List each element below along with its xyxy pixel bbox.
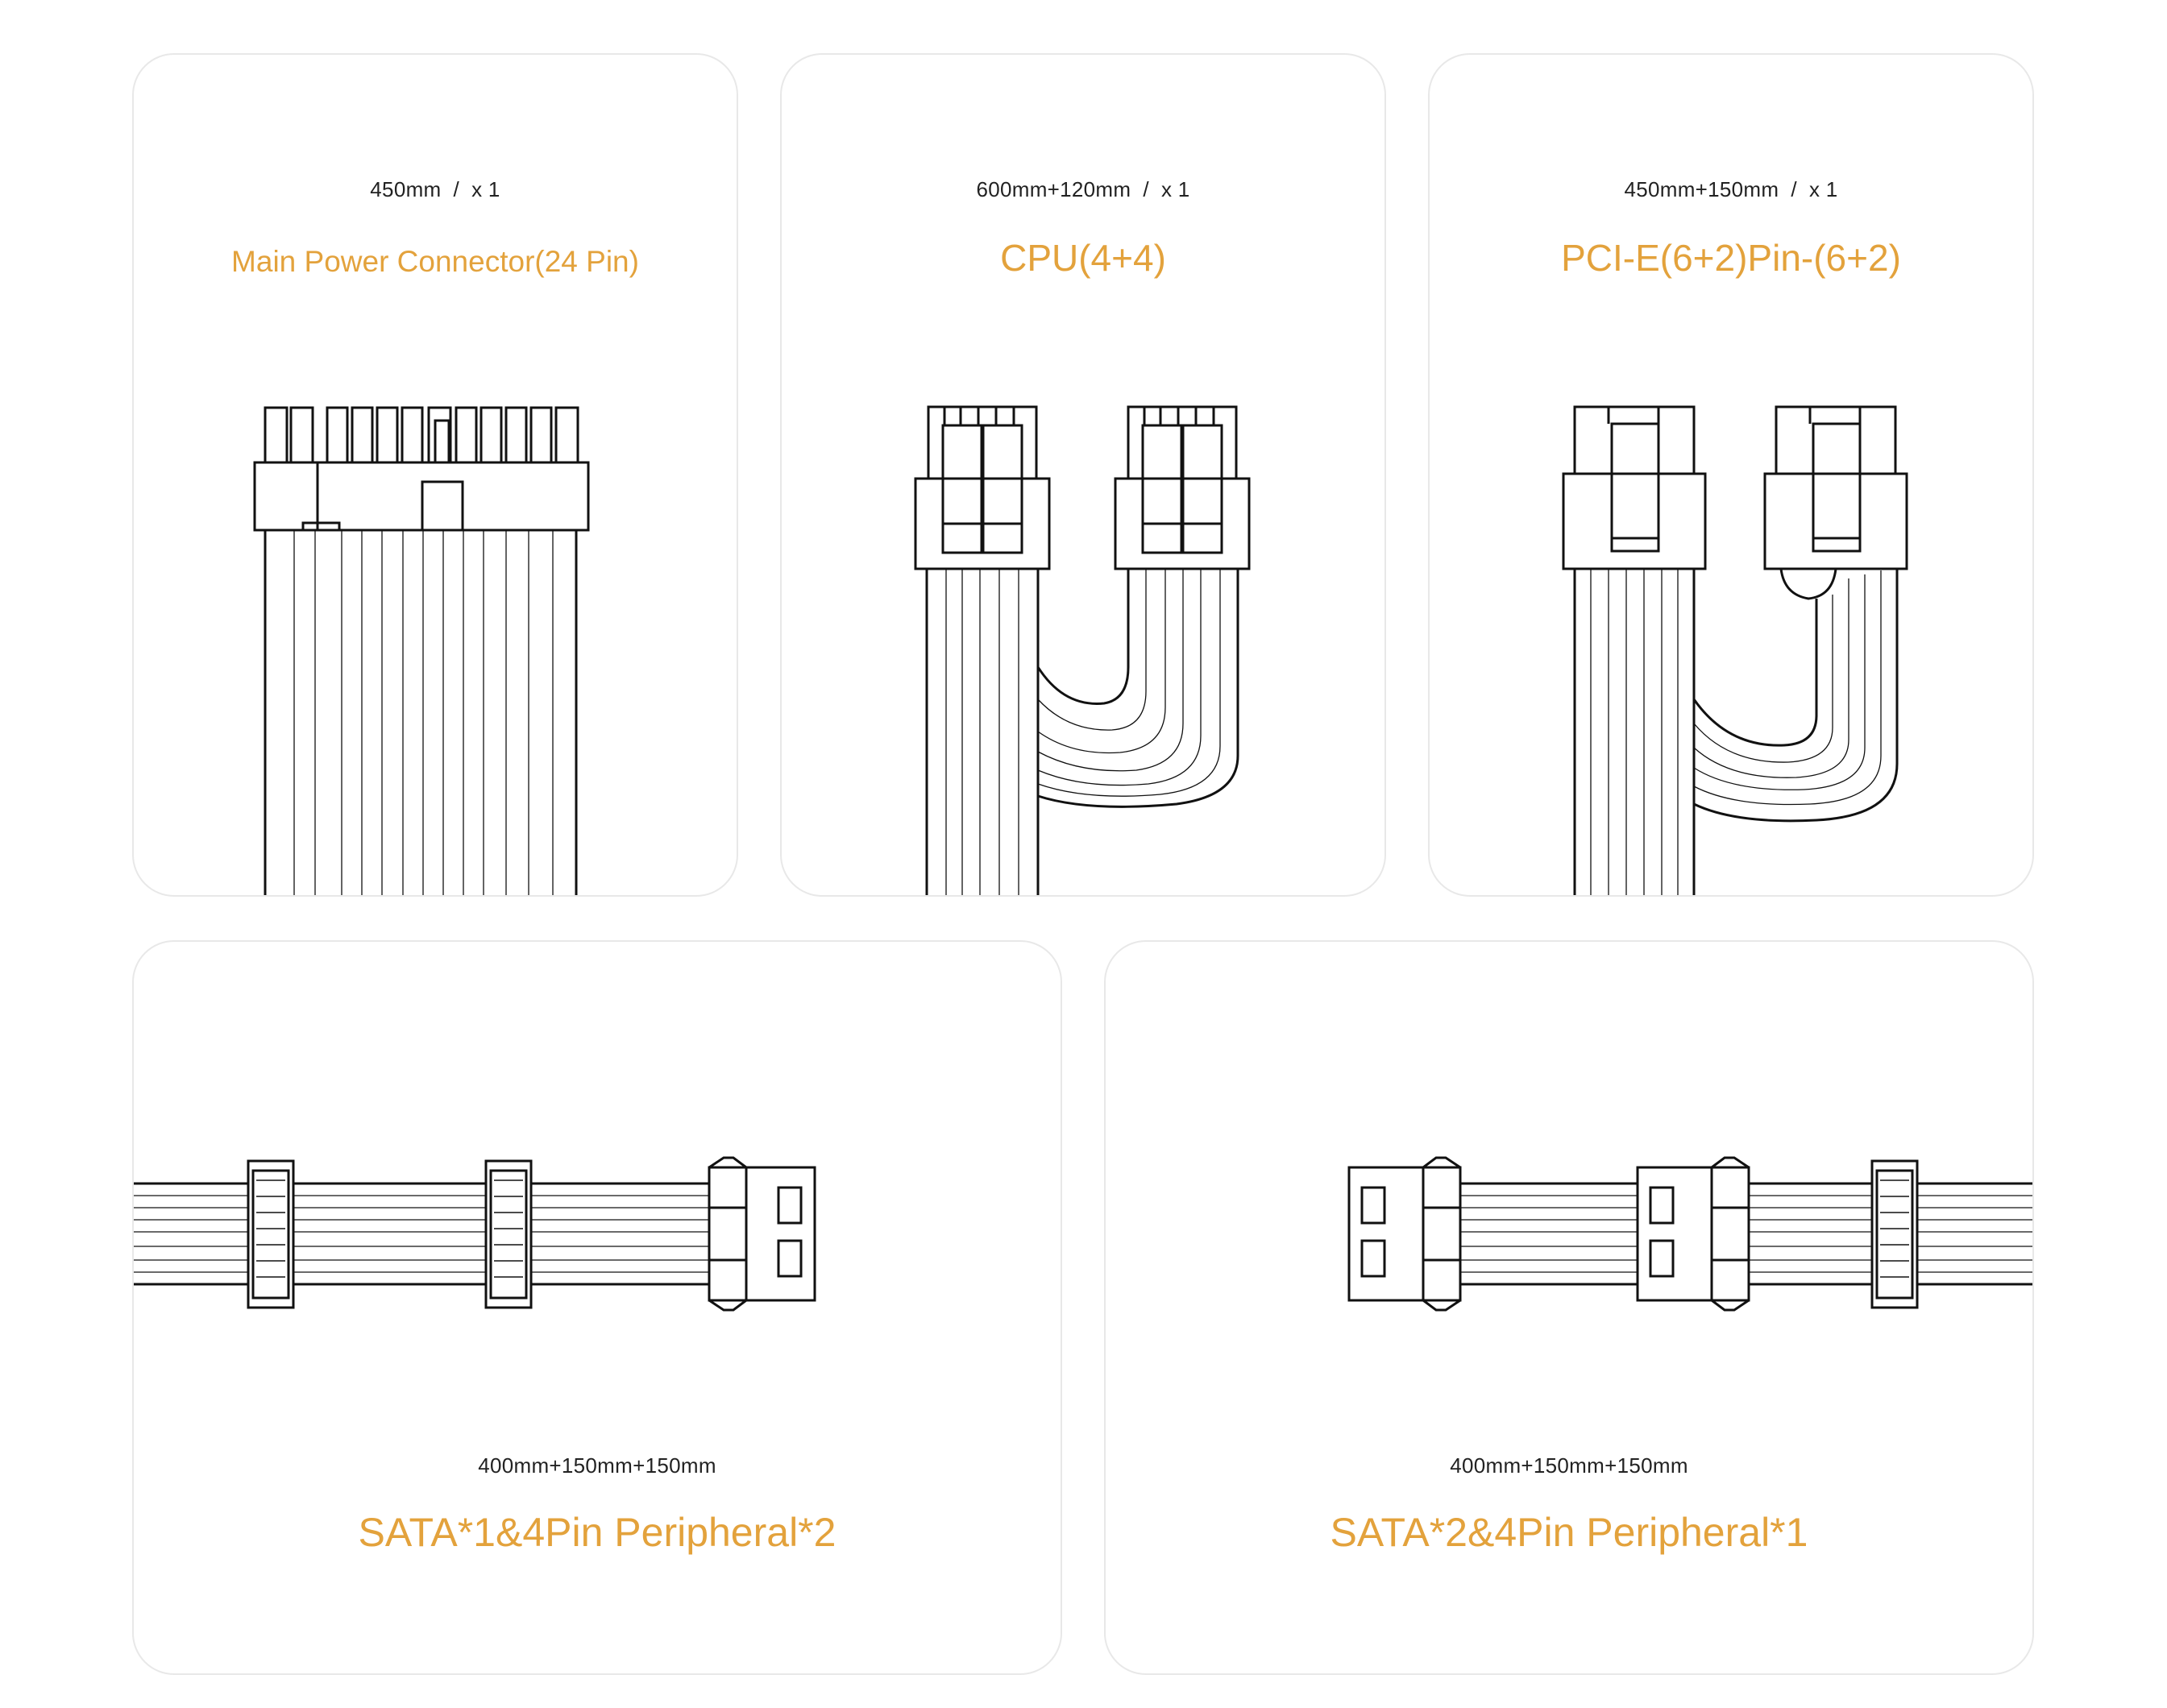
- cable-length: 400mm+150mm+150mm: [1450, 1453, 1688, 1478]
- connector-title: CPU(4+4): [1000, 237, 1166, 279]
- cable-length: 450mm / x 1: [370, 177, 500, 201]
- cable-length: 450mm+150mm / x 1: [1624, 177, 1838, 201]
- cable-length: 600mm+120mm / x 1: [976, 177, 1190, 201]
- connector-title: SATA*1&4Pin Peripheral*2: [358, 1510, 836, 1555]
- cpu-connector-illustration: [914, 405, 1251, 895]
- cable-card-pcie: 450mm+150mm / x 1 PCI-E(6+2)Pin-(6+2): [1428, 53, 2034, 897]
- cable-card-main-power: 450mm / x 1 Main Power Connector(24 Pin): [132, 53, 738, 897]
- cable-card-cpu: 600mm+120mm / x 1 CPU(4+4): [780, 53, 1386, 897]
- sata2-molex1-illustration: [1347, 1156, 2032, 1312]
- connector-title: SATA*2&4Pin Peripheral*1: [1330, 1510, 1808, 1555]
- connector-title: Main Power Connector(24 Pin): [231, 245, 639, 278]
- cable-length: 400mm+150mm+150mm: [478, 1453, 716, 1478]
- sata1-molex2-illustration: [134, 1156, 816, 1312]
- main-power-connector-illustration: [253, 406, 590, 895]
- cable-card-sata1-molex2: 400mm+150mm+150mm SATA*1&4Pin Peripheral…: [132, 940, 1062, 1675]
- connector-title: PCI-E(6+2)Pin-(6+2): [1561, 237, 1901, 279]
- pcie-connector-illustration: [1562, 405, 1908, 895]
- cable-card-sata2-molex1: 400mm+150mm+150mm SATA*2&4Pin Peripheral…: [1104, 940, 2034, 1675]
